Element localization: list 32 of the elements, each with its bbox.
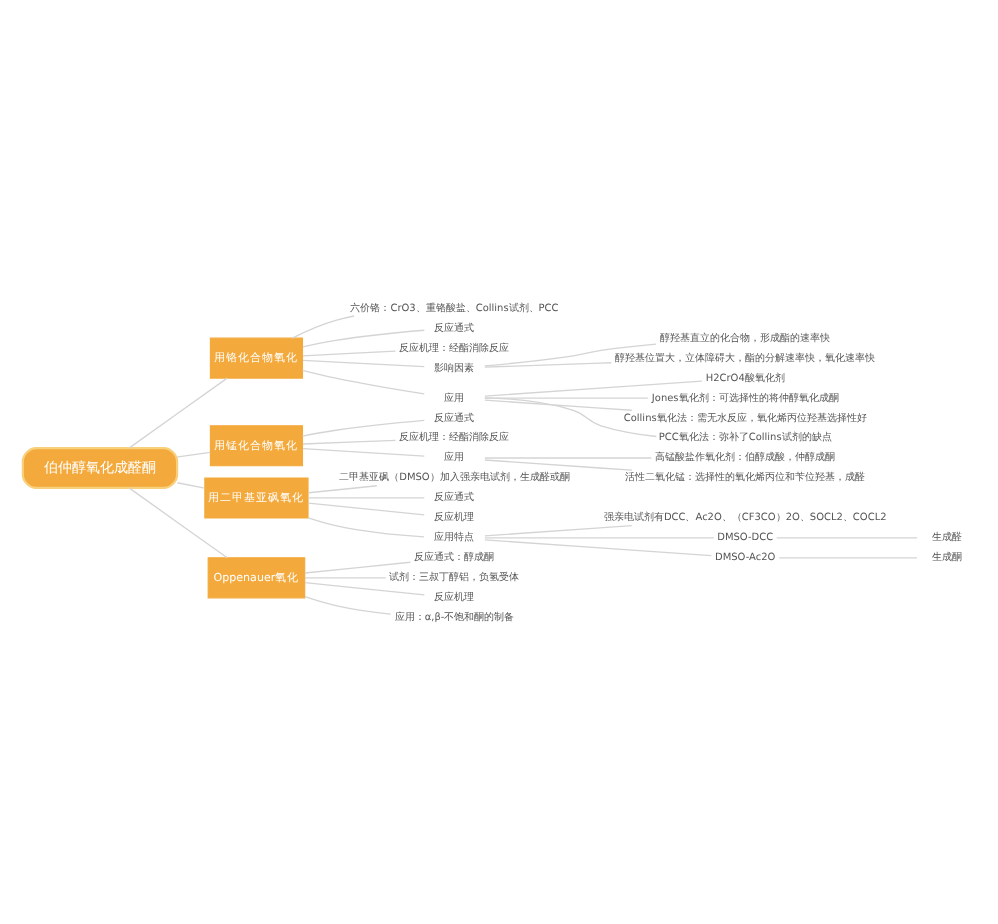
connector [483, 538, 711, 556]
connector [301, 446, 424, 456]
connector [483, 458, 632, 470]
connector [301, 438, 396, 444]
connector [300, 368, 424, 394]
connector [300, 418, 424, 436]
connector [483, 456, 651, 458]
connector [483, 396, 656, 437]
connector [306, 501, 424, 515]
connector [777, 556, 917, 558]
connector [127, 376, 227, 448]
connector [303, 595, 391, 614]
connector [483, 398, 632, 410]
connector [483, 536, 714, 538]
connector [483, 361, 611, 367]
connector [483, 524, 632, 536]
connector [483, 342, 656, 366]
connector [306, 496, 424, 498]
connector [301, 349, 396, 356]
connector [301, 328, 424, 347]
connector [303, 581, 424, 595]
connector [306, 484, 377, 493]
connector [290, 314, 354, 338]
connector [301, 358, 424, 367]
connector [127, 486, 227, 558]
connector [483, 379, 702, 396]
connector [175, 450, 210, 457]
connector [175, 481, 205, 488]
connector [306, 516, 424, 537]
connector [303, 576, 386, 578]
connector [775, 536, 917, 538]
connector [303, 560, 411, 573]
